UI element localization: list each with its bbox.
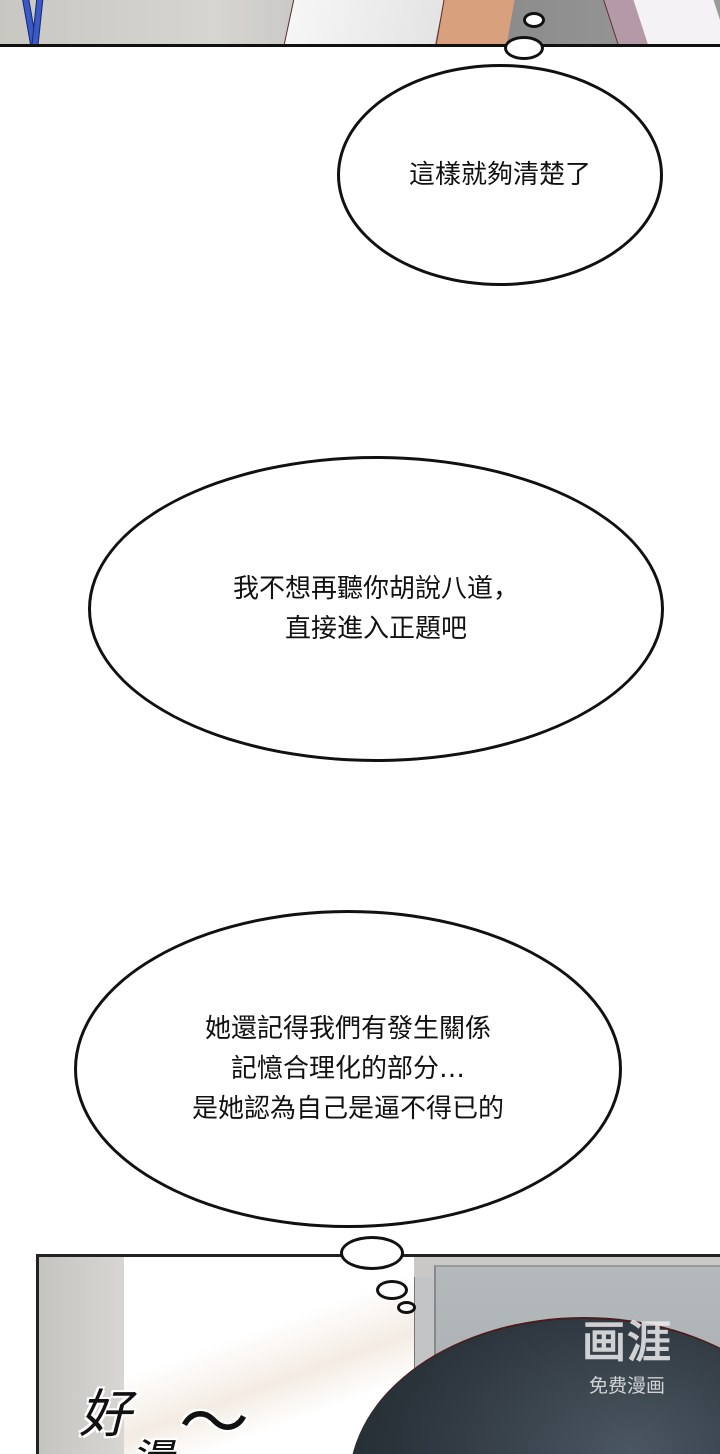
watermark-logo: 画涯 免费漫画 — [566, 1318, 688, 1398]
lanyard-strap — [30, 0, 45, 44]
speech-bubble-1: 這樣就夠清楚了 — [337, 64, 663, 286]
thought-dot — [340, 1236, 404, 1270]
watermark-tagline: 免费漫画 — [588, 1375, 665, 1397]
wall — [39, 1257, 124, 1454]
speech-bubble-3: 她還記得我們有發生關係 記憶合理化的部分… 是她認為自己是逼不得已的 — [74, 910, 622, 1228]
thought-dot — [397, 1301, 416, 1314]
bubble-text-line: 記憶合理化的部分… — [230, 1054, 465, 1084]
bubble-text-line: 直接進入正題吧 — [284, 614, 467, 644]
bubble-text-line: 這樣就夠清楚了 — [408, 160, 591, 190]
white-shirt — [282, 0, 449, 44]
bubble-text-line: 是她認為自己是逼不得已的 — [191, 1094, 504, 1124]
thought-dot — [376, 1280, 408, 1300]
sfx-text: 好 — [79, 1385, 132, 1445]
arm — [434, 0, 517, 44]
thought-dot — [523, 12, 545, 28]
watermark-brand: 画涯 — [582, 1317, 672, 1368]
bubble-text-line: 我不想再聽你胡說八道， — [232, 574, 519, 604]
bottom-comic-panel: 好 ～ 燙 — [36, 1254, 720, 1454]
speech-bubble-2: 我不想再聽你胡說八道， 直接進入正題吧 — [88, 456, 664, 762]
thought-dot — [504, 36, 544, 60]
top-comic-panel — [0, 0, 720, 47]
sfx-tilde: ～ — [179, 1382, 249, 1454]
bubble-text-line: 她還記得我們有發生關係 — [204, 1014, 491, 1044]
